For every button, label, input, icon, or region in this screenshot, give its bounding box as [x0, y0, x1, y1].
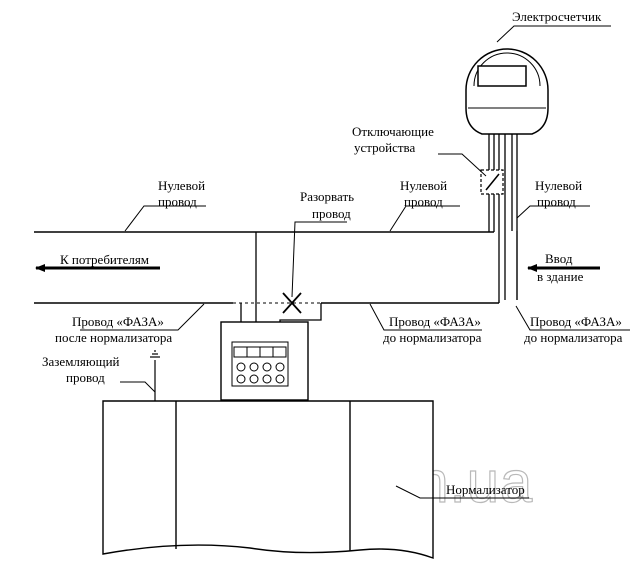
meter-display	[477, 65, 527, 87]
ground-wire	[150, 350, 160, 401]
input-label-2: в здание	[537, 269, 584, 284]
electricity-meter	[465, 48, 549, 135]
normalizer-label: Нормализатор	[446, 482, 525, 497]
neutral-wire	[34, 231, 518, 300]
phase-before-right-label-2: до нормализатора	[524, 330, 623, 345]
terminal-screws	[233, 346, 287, 384]
phase-before-mid-label: Провод «ФАЗА»	[389, 314, 481, 329]
ground-label: Заземляющий	[42, 354, 120, 369]
meter-leads	[488, 134, 518, 300]
phase-after-label-2: после нормализатора	[55, 330, 172, 345]
phase-wire	[34, 300, 500, 304]
ground-label-2: провод	[66, 370, 105, 385]
break-label: Разорвать	[300, 189, 354, 204]
neutral-left-label: Нулевой	[158, 178, 205, 193]
neutral-mid-label: Нулевой	[400, 178, 447, 193]
leader-lines	[80, 25, 630, 499]
phase-before-right-label: Провод «ФАЗА»	[530, 314, 622, 329]
neutral-right-label-2: провод	[537, 194, 576, 209]
disconnect-label: Отключающие	[352, 124, 434, 139]
meter-label: Электросчетчик	[512, 9, 602, 24]
neutral-right-label: Нулевой	[535, 178, 582, 193]
disconnect-switch	[480, 169, 504, 232]
to-consumers-label: К потребителям	[60, 252, 149, 267]
phase-before-mid-label-2: до нормализатора	[383, 330, 482, 345]
neutral-mid-label-2: провод	[404, 194, 443, 209]
break-segment	[233, 292, 321, 314]
break-label-2: провод	[312, 206, 351, 221]
phase-after-label: Провод «ФАЗА»	[72, 314, 164, 329]
input-label: Ввод	[545, 251, 573, 266]
normalizer-body	[102, 400, 434, 559]
neutral-left-label-2: провод	[158, 194, 197, 209]
disconnect-label-2: устройства	[354, 140, 415, 155]
